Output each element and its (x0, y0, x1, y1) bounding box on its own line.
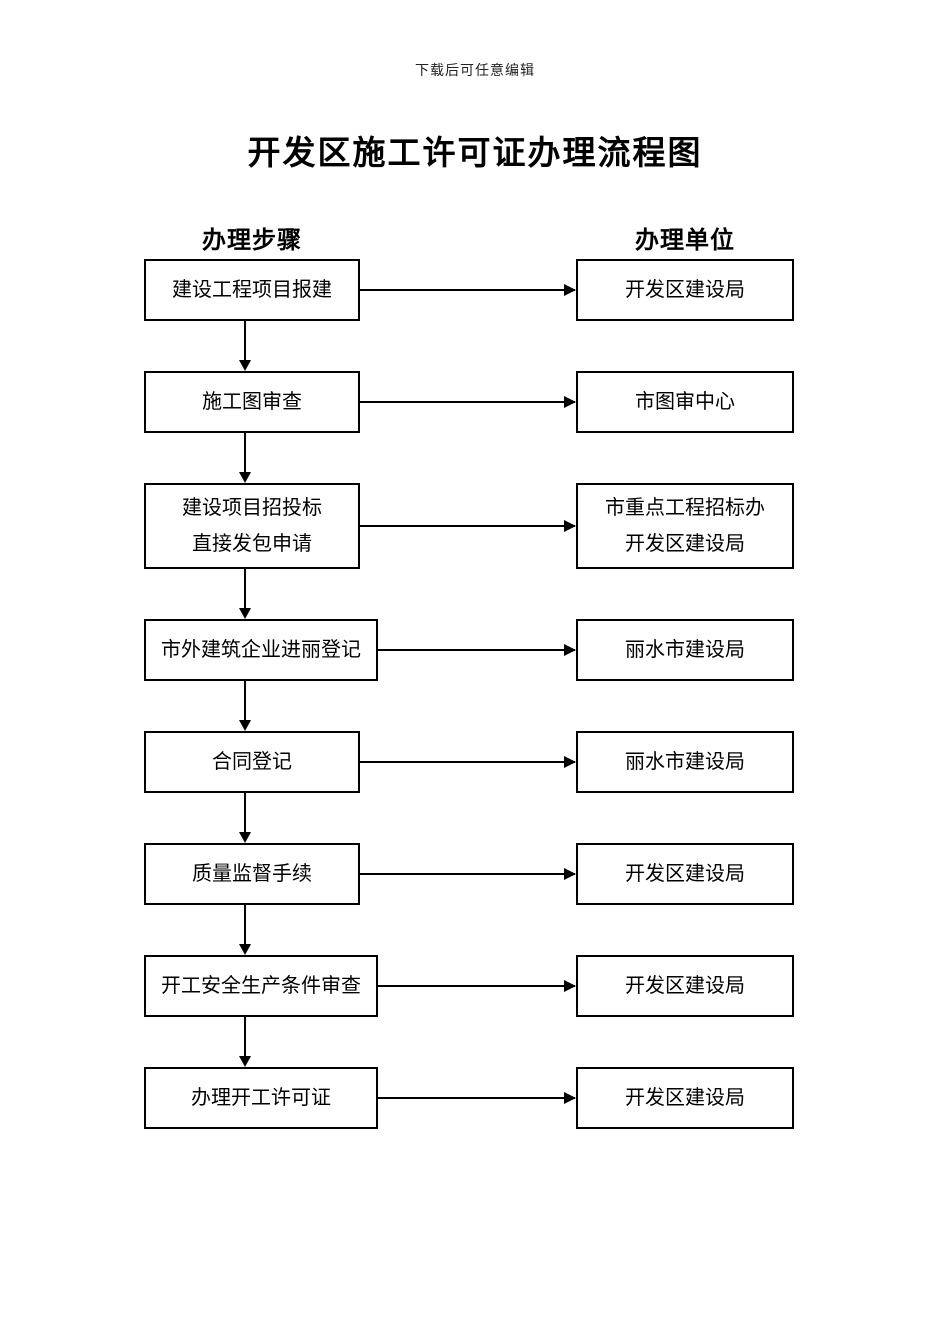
v-arrow-head (239, 832, 251, 843)
row-spacer (0, 371, 144, 433)
arrow-down-icon (0, 905, 950, 955)
row-spacer (0, 259, 144, 321)
flow-row-3: 建设项目招投标 直接发包申请 市重点工程招标办 开发区建设局 (0, 483, 950, 569)
flow-row-6: 质量监督手续 开发区建设局 (0, 843, 950, 905)
row-spacer (0, 731, 144, 793)
unit-box-3: 市重点工程招标办 开发区建设局 (576, 483, 794, 569)
page-title: 开发区施工许可证办理流程图 (247, 136, 703, 172)
arrow-right-icon (360, 289, 575, 291)
unit-box-5: 丽水市建设局 (576, 731, 794, 793)
arrow-down-icon (0, 569, 950, 619)
step-box-project-filing: 建设工程项目报建 (144, 259, 360, 321)
unit-box-4: 丽水市建设局 (576, 619, 794, 681)
arrow-right-icon (360, 761, 575, 763)
step-box-start-permit: 办理开工许可证 (144, 1067, 378, 1129)
row-spacer (0, 955, 144, 1017)
unit-box-1: 开发区建设局 (576, 259, 794, 321)
flow-row-8: 办理开工许可证 开发区建设局 (0, 1067, 950, 1129)
v-arrow-line (244, 793, 246, 833)
v-arrow-head (239, 1056, 251, 1067)
flow-row-2: 施工图审查 市图审中心 (0, 371, 950, 433)
arrow-down-icon (0, 793, 950, 843)
v-arrow-head (239, 720, 251, 731)
arrow-right-icon (378, 985, 575, 987)
arrow-down-icon (0, 321, 950, 371)
step-box-safety-condition-review: 开工安全生产条件审查 (144, 955, 378, 1017)
v-arrow-line (244, 905, 246, 945)
arrow-right-icon (360, 401, 575, 403)
v-arrow-head (239, 472, 251, 483)
arrow-right-icon (378, 649, 575, 651)
arrow-down-icon (0, 681, 950, 731)
row-spacer (0, 619, 144, 681)
unit-box-7: 开发区建设局 (576, 955, 794, 1017)
row-spacer (0, 843, 144, 905)
arrow-right-icon (378, 1097, 575, 1099)
unit-box-6: 开发区建设局 (576, 843, 794, 905)
flow-row-1: 建设工程项目报建 开发区建设局 (0, 259, 950, 321)
v-arrow-line (244, 433, 246, 473)
step-box-quality-supervision: 质量监督手续 (144, 843, 360, 905)
arrow-right-icon (360, 873, 575, 875)
flowchart: 建设工程项目报建 开发区建设局 施工图审查 市图审中心 建设项目招投标 直接发包… (0, 259, 950, 1129)
flow-row-4: 市外建筑企业进丽登记 丽水市建设局 (0, 619, 950, 681)
v-arrow-head (239, 944, 251, 955)
v-arrow-line (244, 569, 246, 609)
row-spacer (0, 1067, 144, 1129)
arrow-down-icon (0, 433, 950, 483)
flow-row-7: 开工安全生产条件审查 开发区建设局 (0, 955, 950, 1017)
column-header-units: 办理单位 (635, 228, 735, 254)
v-arrow-line (244, 681, 246, 721)
v-arrow-head (239, 608, 251, 619)
flow-row-5: 合同登记 丽水市建设局 (0, 731, 950, 793)
step-box-enterprise-registration: 市外建筑企业进丽登记 (144, 619, 378, 681)
row-spacer (0, 483, 144, 569)
step-box-drawing-review: 施工图审查 (144, 371, 360, 433)
arrow-right-icon (360, 525, 575, 527)
v-arrow-head (239, 360, 251, 371)
step-box-bidding-application: 建设项目招投标 直接发包申请 (144, 483, 360, 569)
column-header-steps: 办理步骤 (202, 228, 302, 254)
v-arrow-line (244, 1017, 246, 1057)
unit-box-2: 市图审中心 (576, 371, 794, 433)
step-box-contract-registration: 合同登记 (144, 731, 360, 793)
arrow-down-icon (0, 1017, 950, 1067)
v-arrow-line (244, 321, 246, 361)
column-headers: 办理步骤 办理单位 (0, 220, 950, 254)
unit-box-8: 开发区建设局 (576, 1067, 794, 1129)
edit-note: 下载后可任意编辑 (415, 64, 535, 79)
